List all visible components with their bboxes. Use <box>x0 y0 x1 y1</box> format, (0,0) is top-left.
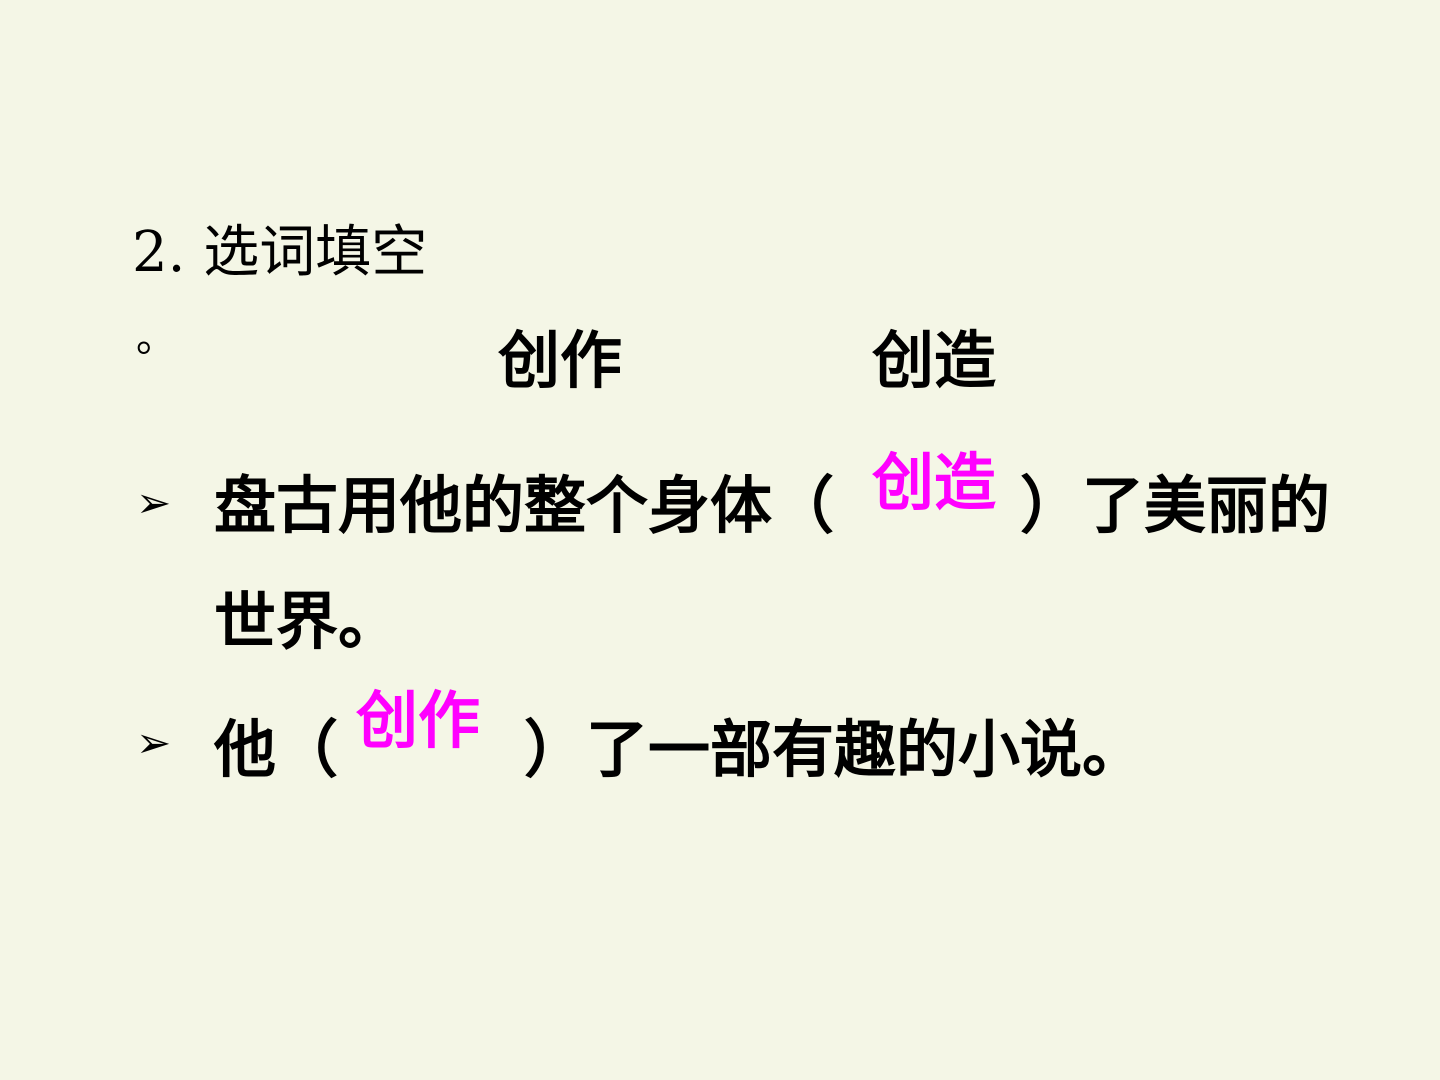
sentence-2: 他（ ）了一部有趣的小说。 <box>214 713 1145 786</box>
arrow-bullet-icon: ➢ <box>136 478 172 527</box>
sentence-1-line-2: 世界。 <box>214 585 401 658</box>
dot-mark: 。 <box>136 315 176 361</box>
sentence-1-line-1: 盘古用他的整个身体（ ）了美丽的 <box>214 469 1331 542</box>
answer-2: 创作 <box>356 684 481 757</box>
choice-word-1: 创作 <box>498 324 623 397</box>
choice-word-2: 创造 <box>872 324 997 397</box>
arrow-bullet-icon: ➢ <box>136 718 172 767</box>
answer-1: 创造 <box>872 446 997 519</box>
page-title: 2. 选词填空 <box>132 220 428 285</box>
